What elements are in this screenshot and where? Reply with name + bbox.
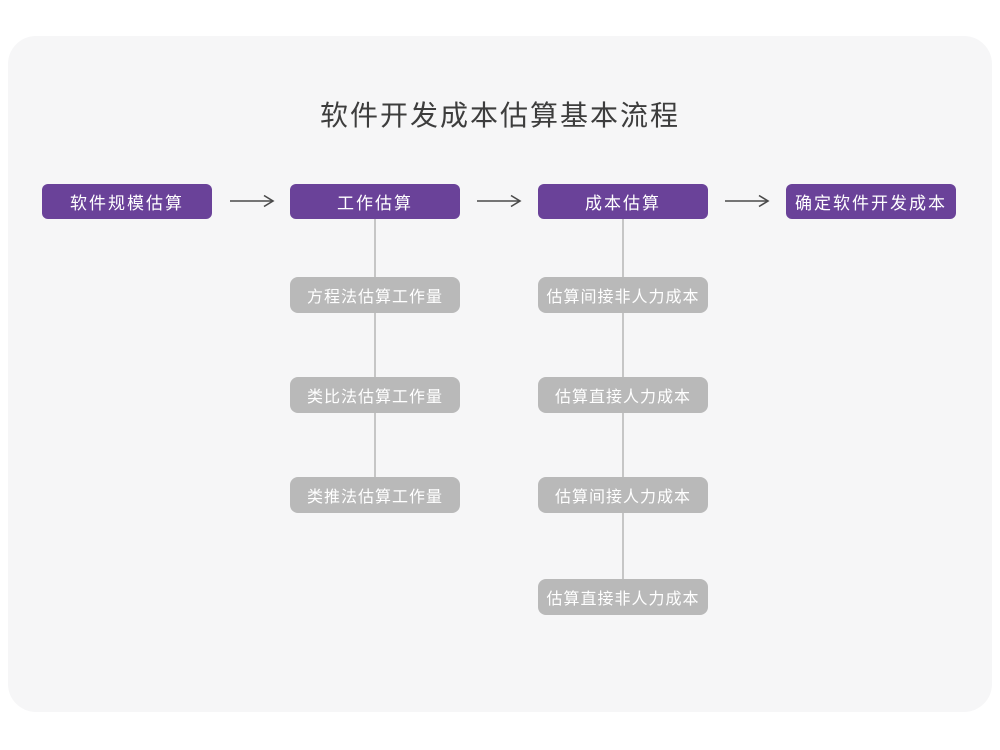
- flow-step-software-scale-estimation: 软件规模估算: [42, 184, 212, 219]
- sub-step-direct-labor-cost: 估算直接人力成本: [538, 377, 708, 413]
- sub-step-indirect-labor-cost: 估算间接人力成本: [538, 477, 708, 513]
- sub-step-equation-method-workload: 方程法估算工作量: [290, 277, 460, 313]
- sub-step-analogy-method-workload: 类比法估算工作量: [290, 377, 460, 413]
- flow-step-determine-development-cost: 确定软件开发成本: [786, 184, 956, 219]
- sub-step-extrapolation-method-workload: 类推法估算工作量: [290, 477, 460, 513]
- flow-step-work-estimation: 工作估算: [290, 184, 460, 219]
- sub-step-indirect-non-labor-cost: 估算间接非人力成本: [538, 277, 708, 313]
- connector-line-work-branch: [374, 219, 376, 477]
- flow-step-cost-estimation: 成本估算: [538, 184, 708, 219]
- flow-arrow-icon: [476, 194, 522, 208]
- sub-step-direct-non-labor-cost: 估算直接非人力成本: [538, 579, 708, 615]
- flow-arrow-icon: [229, 194, 275, 208]
- diagram-title: 软件开发成本估算基本流程: [319, 100, 680, 131]
- diagram-card: [8, 36, 992, 712]
- flow-arrow-icon: [724, 194, 770, 208]
